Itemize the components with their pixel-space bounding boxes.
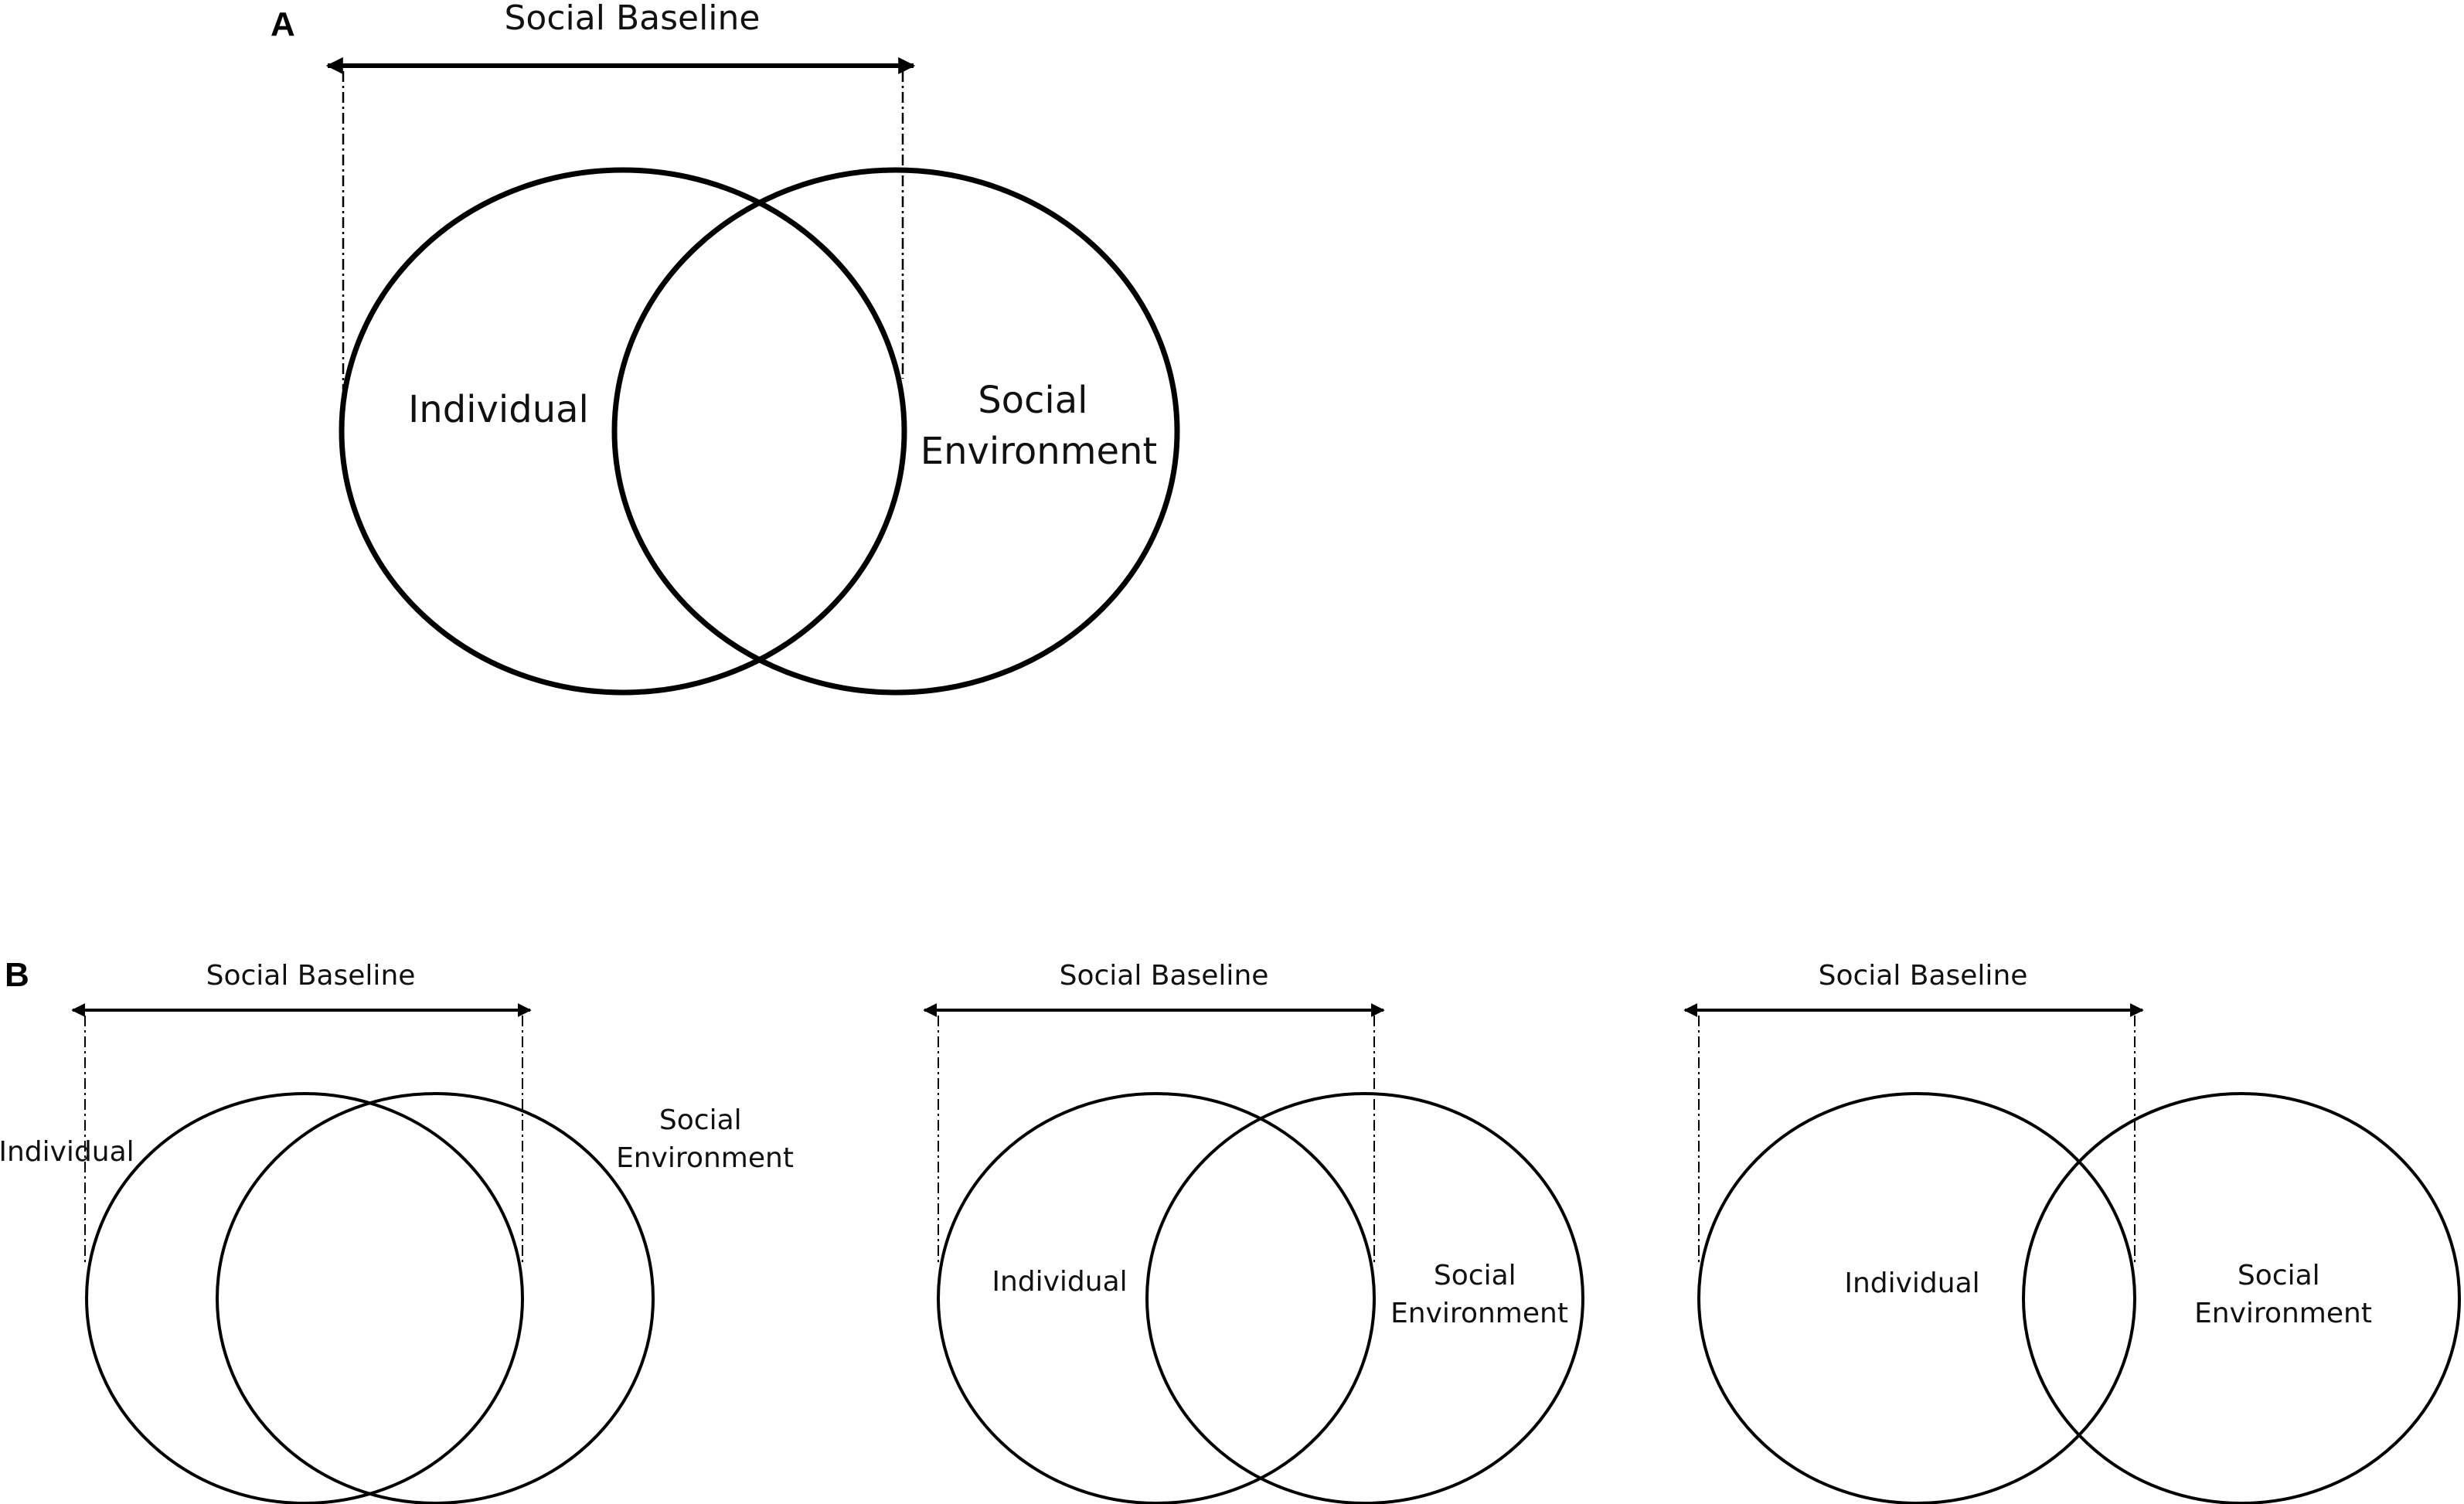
panel-b: B Social Baseline Individual Social Envi… (0, 956, 2461, 1504)
panel-b3-social-environment-circle (2022, 1092, 2461, 1504)
panel-a: A Social Baseline Individual Social Envi… (271, 0, 1180, 696)
panel-b-variant-3: Social Baseline Individual Social Enviro… (1683, 960, 2461, 1504)
panel-b2-individual-label: Individual (992, 1266, 1127, 1298)
panel-a-social-environment-circle (611, 167, 1180, 696)
panel-b1-individual-circle (85, 1092, 524, 1504)
panel-b3-social-environment-label: Social Environment (2194, 1260, 2372, 1329)
panel-b-variant-1: Social Baseline Individual Social Enviro… (0, 960, 794, 1504)
panel-a-social-environment-label: Social Environment (921, 379, 1158, 473)
panel-a-letter: A (271, 5, 295, 43)
panel-b-variant-2: Social Baseline Individual Social Enviro… (923, 960, 1584, 1504)
panel-b1-social-environment-label-line1: Social (659, 1104, 742, 1136)
panel-b2-social-environment-label-line1: Social (1434, 1260, 1516, 1291)
panel-b2-social-environment-label: Social Environment (1390, 1260, 1568, 1329)
panel-b-letter: B (5, 956, 29, 994)
panel-b1-social-environment-label: Social Environment (616, 1104, 794, 1174)
panel-b1-social-environment-circle (216, 1092, 655, 1504)
panel-a-social-environment-label-line1: Social (978, 379, 1087, 422)
panel-b2-social-environment-label-line2: Environment (1390, 1298, 1568, 1329)
panel-a-individual-circle (339, 167, 907, 696)
panel-b2-social-environment-circle (1145, 1092, 1584, 1504)
panel-b1-social-baseline-label: Social Baseline (206, 960, 416, 992)
panel-b3-individual-circle (1697, 1092, 2136, 1504)
panel-b3-social-baseline-label: Social Baseline (1819, 960, 2028, 992)
panel-b1-social-environment-label-line2: Environment (616, 1142, 794, 1174)
panel-b3-individual-label: Individual (1844, 1268, 1979, 1299)
panel-a-individual-label: Individual (408, 388, 589, 431)
panel-b3-social-environment-label-line2: Environment (2194, 1298, 2372, 1329)
panel-b1-individual-label: Individual (0, 1136, 134, 1168)
panel-a-social-environment-label-line2: Environment (921, 430, 1158, 473)
panel-a-social-baseline-label: Social Baseline (505, 0, 761, 38)
panel-b2-social-baseline-label: Social Baseline (1060, 960, 1269, 992)
panel-b3-social-environment-label-line1: Social (2238, 1260, 2320, 1291)
panel-b2-individual-circle (937, 1092, 1376, 1504)
